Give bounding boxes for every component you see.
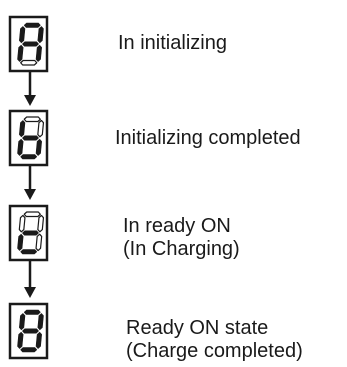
state-3-label-line-2: (In Charging) xyxy=(123,238,240,260)
arrow-3-to-4 xyxy=(24,260,36,298)
state-2-label-line-1: Initializing completed xyxy=(115,127,301,149)
segment-e-lit xyxy=(17,138,24,156)
state-3-display xyxy=(8,204,49,262)
segment-b-lit xyxy=(37,313,44,331)
segment-d-lit xyxy=(20,347,38,353)
state-2-label: Initializing completed xyxy=(115,127,301,150)
arrow-1-to-2 xyxy=(24,71,36,106)
segment-c-lit xyxy=(35,331,42,349)
segment-g-lit xyxy=(22,230,39,236)
segment-g-lit xyxy=(22,41,39,47)
segment-b-unlit xyxy=(37,214,45,233)
segment-e-lit xyxy=(17,233,24,251)
segment-a-unlit xyxy=(23,116,41,123)
state-4-label-line-1: Ready ON state xyxy=(126,317,269,339)
segment-f-lit xyxy=(19,26,26,44)
segment-c-unlit xyxy=(35,233,43,252)
segment-g-lit xyxy=(22,135,39,141)
state-4-label: Ready ON state (Charge completed) xyxy=(126,317,303,363)
arrow-2-to-3 xyxy=(24,165,36,200)
segment-f-unlit xyxy=(18,214,26,233)
state-4-label-line-2: (Charge completed) xyxy=(126,340,303,362)
state-2-display xyxy=(8,109,49,167)
segment-a-lit xyxy=(23,22,41,28)
state-1-label: In initializing xyxy=(118,32,227,55)
segment-a-lit xyxy=(23,309,41,315)
segment-c-lit xyxy=(35,138,42,156)
seven-segment-digit xyxy=(17,309,44,353)
segment-f-lit xyxy=(19,313,26,331)
state-3-label: In ready ON (In Charging) xyxy=(123,215,240,261)
segment-d-lit xyxy=(20,249,38,255)
segment-e-lit xyxy=(17,331,24,349)
segment-e-lit xyxy=(17,44,24,62)
state-4-display xyxy=(8,302,49,360)
segment-c-lit xyxy=(35,44,42,62)
segment-g-lit xyxy=(22,328,39,334)
seven-segment-digit xyxy=(17,211,45,255)
seven-segment-digit xyxy=(17,22,44,66)
state-1-label-line-1: In initializing xyxy=(118,32,227,54)
state-1-display xyxy=(8,15,49,73)
state-3-label-line-1: In ready ON xyxy=(123,215,231,237)
segment-b-lit xyxy=(37,26,44,44)
seven-segment-digit xyxy=(17,116,45,160)
segment-a-unlit xyxy=(23,211,41,218)
segment-d-unlit xyxy=(20,59,38,66)
segment-f-lit xyxy=(19,120,26,138)
segment-d-lit xyxy=(20,154,38,160)
segment-b-unlit xyxy=(37,119,45,138)
